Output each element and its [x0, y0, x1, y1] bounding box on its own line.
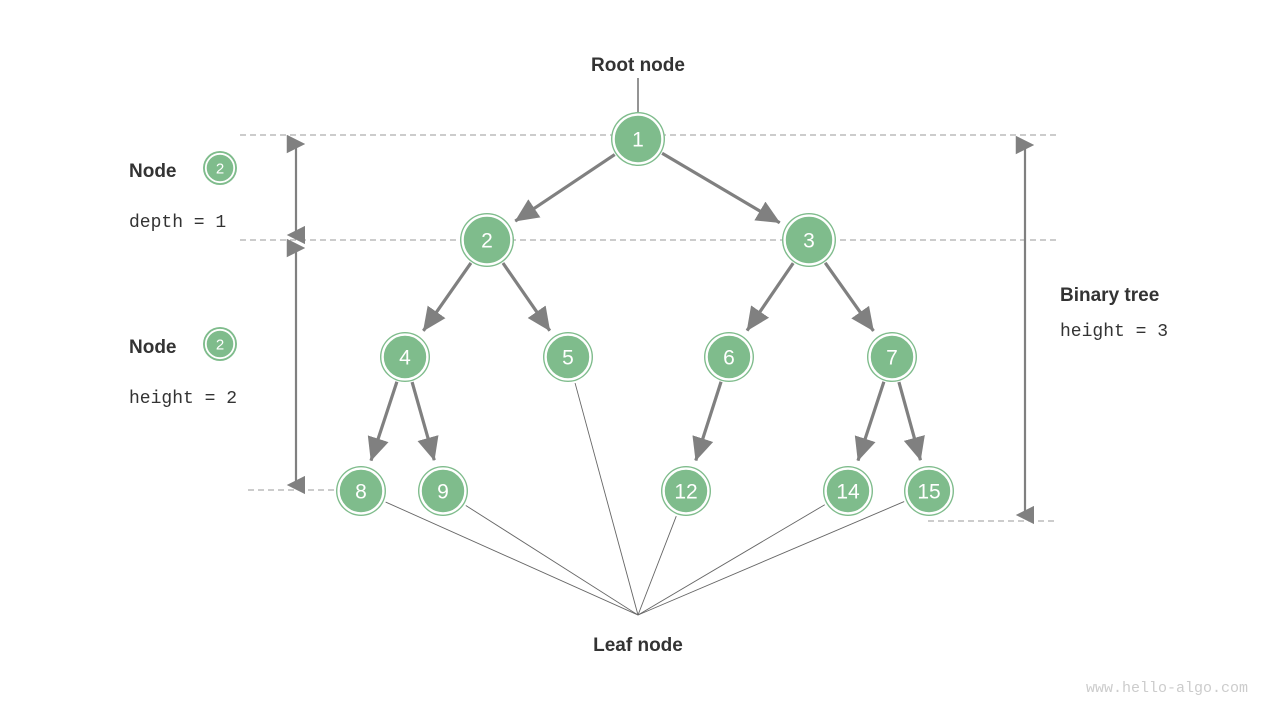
annotation-tree-metric: height = 3 [1060, 322, 1168, 342]
node-value: 8 [355, 481, 367, 504]
node-fill [547, 336, 589, 378]
annotation-node-depth: Node 2 depth = 1 [129, 151, 237, 233]
annotation-height-badge-fill [207, 331, 233, 357]
node-inner-ring [705, 333, 753, 381]
annotation-height-badge-inner-ring [204, 328, 236, 360]
tree-edge-3-7 [823, 261, 875, 332]
watermark: www.hello-algo.com [1086, 680, 1248, 697]
tree-edge-1-2 [514, 153, 616, 223]
node-inner-ring [337, 467, 385, 515]
node-fill [340, 470, 382, 512]
node-inner-ring [544, 333, 592, 381]
tree-edge-6-12 [692, 381, 723, 462]
annotation-height-badge-value: 2 [216, 337, 224, 354]
tree-edge-2-5 [501, 262, 552, 332]
node-fill [871, 336, 913, 378]
node-fill [464, 217, 510, 263]
annotation-tree-title: Binary tree [1060, 285, 1159, 306]
node-value: 12 [674, 481, 697, 504]
annotation-depth-metric: depth = 1 [129, 213, 226, 233]
node-fill [665, 470, 707, 512]
annotation-node-height: Node 2 height = 2 [129, 327, 237, 409]
tree-node-3[interactable]: 3 [782, 213, 836, 267]
annotation-depth-badge-fill [207, 155, 233, 181]
tree-node-8[interactable]: 8 [336, 466, 386, 516]
node-value: 1 [632, 129, 644, 152]
tree-node-4[interactable]: 4 [380, 332, 430, 382]
annotation-depth-title: Node [129, 161, 177, 182]
annotation-height-metric: height = 2 [129, 389, 237, 409]
tree-node-14[interactable]: 14 [823, 466, 873, 516]
tree-edge-3-6 [745, 262, 795, 332]
node-fill [827, 470, 869, 512]
node-inner-ring [419, 467, 467, 515]
node-inner-ring [824, 467, 872, 515]
node-inner-ring [381, 333, 429, 381]
leaf-pointer-line-15 [637, 501, 905, 616]
tree-node-1[interactable]: 1 [611, 112, 665, 166]
leaf-pointer-line-9 [465, 505, 639, 616]
tree-edge-4-9 [410, 381, 439, 461]
node-fill [786, 217, 832, 263]
tree-edge-1-3 [661, 151, 781, 225]
tree-edge-2-4 [422, 262, 473, 332]
tree-node-12[interactable]: 12 [661, 466, 711, 516]
leaf-pointer-line-8 [385, 501, 639, 616]
node-inner-ring [868, 333, 916, 381]
node-inner-ring [662, 467, 710, 515]
node-fill [908, 470, 950, 512]
node-inner-ring [783, 214, 835, 266]
tree-node-9[interactable]: 9 [418, 466, 468, 516]
root-node-label: Root node [591, 55, 685, 76]
node-inner-ring [612, 113, 664, 165]
node-value: 2 [481, 230, 493, 253]
annotation-depth-badge-inner-ring [204, 152, 236, 184]
annotation-depth-badge-value: 2 [216, 161, 224, 178]
node-value: 4 [399, 347, 411, 370]
annotation-height-title: Node [129, 337, 177, 358]
node-inner-ring [905, 467, 953, 515]
node-fill [384, 336, 426, 378]
node-inner-ring [461, 214, 513, 266]
tree-edge-4-8 [367, 381, 399, 462]
annotation-binary-tree: Binary tree height = 3 [1060, 285, 1168, 342]
tree-node-15[interactable]: 15 [904, 466, 954, 516]
node-value: 15 [917, 481, 940, 504]
guide-lines [240, 134, 1056, 522]
node-value: 6 [723, 347, 735, 370]
tree-edges [367, 151, 925, 462]
tree-node-6[interactable]: 6 [704, 332, 754, 382]
node-value: 9 [437, 481, 449, 504]
tree-edge-7-14 [854, 381, 886, 462]
tree-node-7[interactable]: 7 [867, 332, 917, 382]
node-fill [708, 336, 750, 378]
node-value: 5 [562, 347, 574, 370]
tree-edge-7-15 [897, 381, 925, 461]
node-fill [615, 116, 661, 162]
node-value: 3 [803, 230, 815, 253]
tree-node-5[interactable]: 5 [543, 332, 593, 382]
leaf-pointer-lines [385, 382, 905, 616]
leaf-node-label: Leaf node [593, 635, 683, 656]
measure-arrows [286, 134, 1035, 525]
tree-node-2[interactable]: 2 [460, 213, 514, 267]
leaf-pointer-line-14 [637, 504, 825, 616]
node-value: 7 [886, 347, 898, 370]
leaf-pointer-line-12 [637, 516, 677, 616]
node-fill [422, 470, 464, 512]
leaf-pointer-line-5 [574, 382, 639, 616]
node-value: 14 [836, 481, 860, 504]
